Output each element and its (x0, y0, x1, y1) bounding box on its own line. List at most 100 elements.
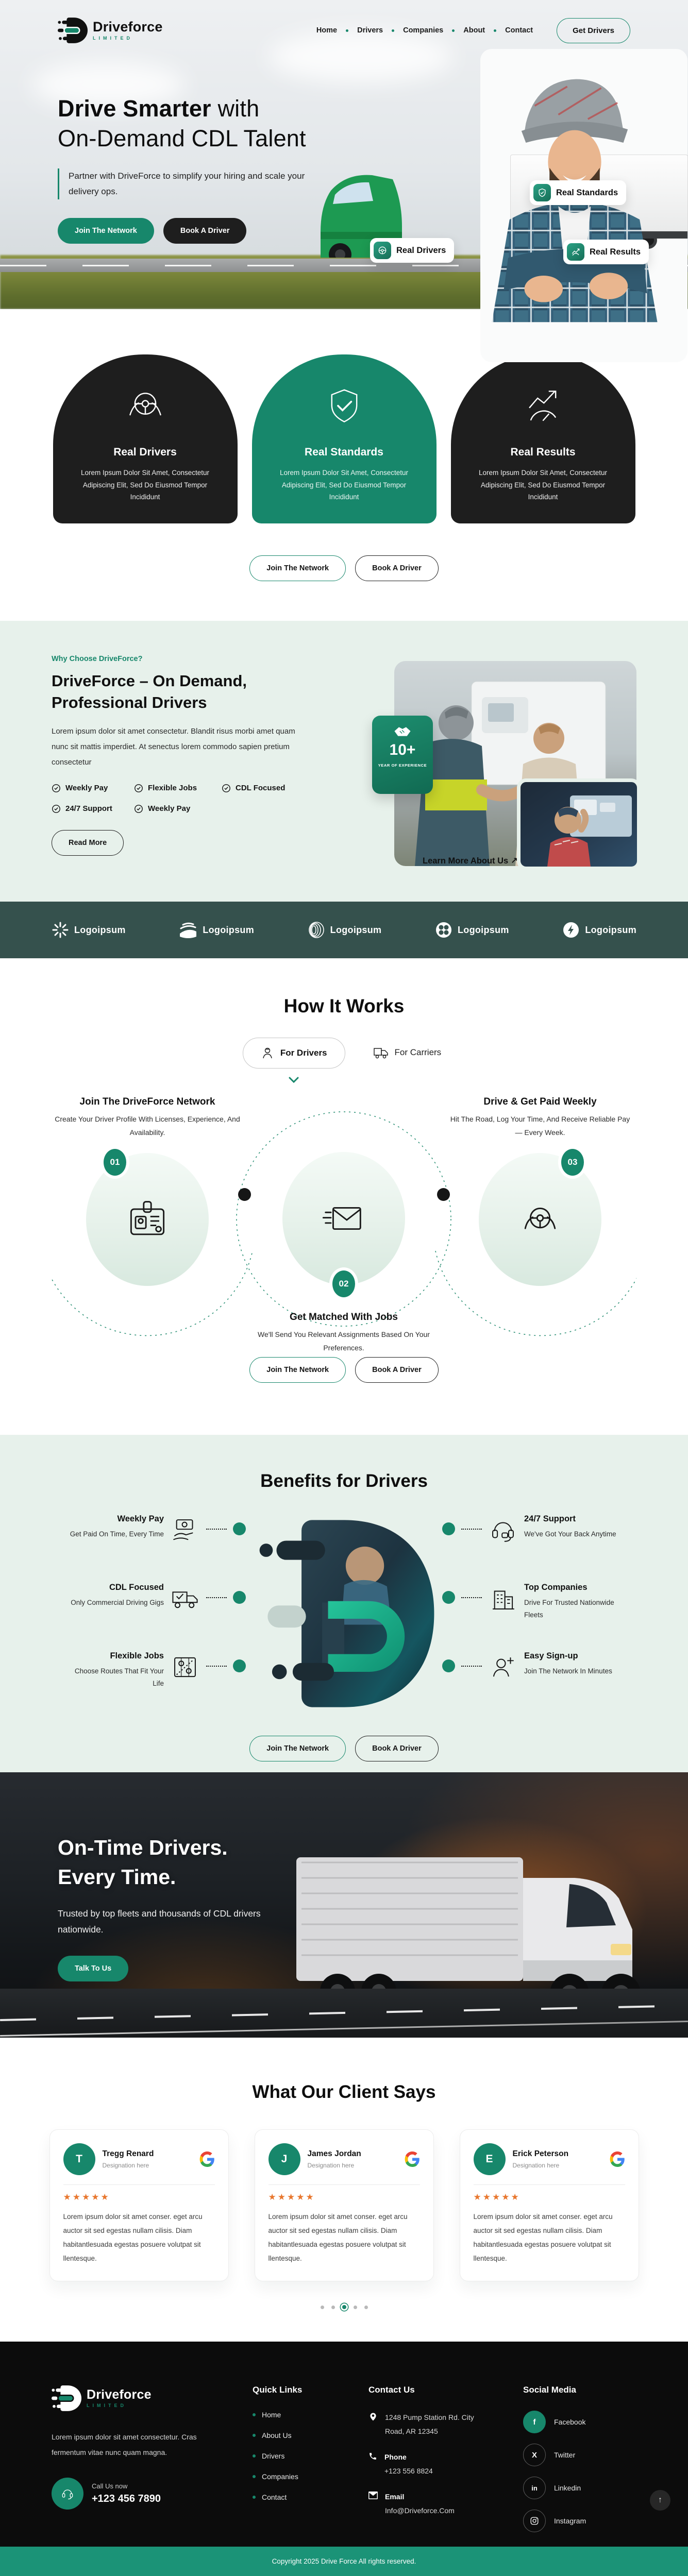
read-more-button[interactable]: Read More (52, 829, 124, 856)
tab-for-drivers[interactable]: For Drivers (242, 1038, 345, 1083)
social-twitter[interactable]: X Twitter (523, 2444, 636, 2466)
brand-subtitle: LIMITED (87, 2403, 127, 2408)
benefit-flexible-jobs: Flexible Jobs Choose Routes That Fit You… (64, 1651, 246, 1690)
value-cards-section: Real Drivers Lorem Ipsum Dolor Sit Amet,… (0, 309, 688, 621)
benefit-title: Easy Sign-up (524, 1651, 578, 1660)
envelope-icon (322, 1207, 361, 1230)
brand-name: Driveforce (93, 19, 163, 35)
star-rating: ★★★★★ (268, 2192, 315, 2202)
dotted-connector (206, 1666, 227, 1667)
why-title: DriveForce – On Demand, Professional Dri… (52, 672, 247, 711)
partner-logo: Logoipsum (562, 921, 636, 939)
talk-to-us-button[interactable]: Talk To Us (58, 1955, 129, 1981)
nav-item-home[interactable]: Home (316, 26, 338, 35)
reviewer-name: Tregg Renard (102, 2149, 154, 2158)
carousel-dot[interactable] (320, 2305, 324, 2309)
route-map-icon (174, 1657, 196, 1677)
cta-subtitle: Trusted by top fleets and thousands of C… (58, 1908, 261, 1935)
tab-label: For Carriers (394, 1047, 442, 1057)
bullet-dot (253, 2434, 256, 2437)
step-desc: Hit The Road, Log Your Time, And Receive… (450, 1115, 630, 1137)
footer-link-about[interactable]: About Us (253, 2431, 363, 2439)
nav-item-drivers[interactable]: Drivers (357, 26, 383, 35)
footer-link-drivers[interactable]: Drivers (253, 2452, 363, 2460)
nav-item-contact[interactable]: Contact (505, 26, 533, 35)
contact-heading: Contact Us (368, 2385, 415, 2395)
step-circle: 02 (282, 1152, 405, 1300)
bolt-logo-icon (563, 922, 579, 938)
copyright-text: Copyright 2025 Drive Force All rights re… (272, 2557, 416, 2565)
google-icon (199, 2151, 214, 2167)
social-facebook[interactable]: f Facebook (523, 2411, 636, 2433)
bullet-dot (253, 2413, 256, 2416)
delivery-truck-icon (172, 1591, 198, 1608)
step-desc: Create Your Driver Profile With Licenses… (55, 1115, 240, 1137)
book-driver-button[interactable]: Book A Driver (355, 1736, 439, 1761)
value-card-real-standards: Real Standards Lorem Ipsum Dolor Sit Ame… (251, 354, 437, 523)
footer-call-block[interactable]: Call Us now +123 456 7890 (52, 2478, 222, 2510)
social-linkedin[interactable]: in Linkedin (523, 2477, 636, 2499)
growth-chart-icon (528, 391, 556, 421)
dotted-connector (461, 1529, 482, 1530)
why-body: Lorem ipsum dolor sit amet consectetur. … (52, 726, 295, 767)
value-card-real-drivers: Real Drivers Lorem Ipsum Dolor Sit Amet,… (53, 354, 238, 523)
twitter-x-icon: X (523, 2444, 546, 2466)
dashed-path-decor (52, 1111, 636, 1336)
connector-green-dot (442, 1659, 455, 1672)
card-title: Real Drivers (113, 446, 177, 458)
nav-item-about[interactable]: About (463, 26, 485, 35)
buildings-icon (493, 1590, 514, 1609)
cta-title: On-Time Drivers.Every Time. (58, 1836, 228, 1889)
join-network-button[interactable]: Join The Network (58, 217, 154, 244)
main-nav: Home Drivers Companies About Contact (316, 26, 533, 35)
carousel-dot-active[interactable] (342, 2305, 346, 2309)
connector-green-dot (233, 1659, 246, 1672)
phone-icon (370, 2453, 376, 2460)
card-text: Lorem Ipsum Dolor Sit Amet, Consectetur … (80, 469, 210, 501)
join-network-button[interactable]: Join The Network (249, 1357, 346, 1383)
carousel-dot[interactable] (353, 2305, 357, 2309)
footer-brand-logo[interactable]: Driveforce LIMITED (52, 2385, 222, 2412)
benefits-diagram: Weekly Pay Get Paid On Time, Every Time … (52, 1514, 636, 1715)
brand-logo[interactable]: Driveforce LIMITED (58, 17, 163, 44)
benefit-desc: Join The Network In Minutes (524, 1667, 612, 1675)
hero-title-bold: Drive Smarter (58, 95, 211, 122)
book-driver-button[interactable]: Book A Driver (355, 1357, 439, 1383)
step-number: 01 (100, 1145, 129, 1179)
footer-about-text: Lorem ipsum dolor sit amet consectetur. … (52, 2433, 197, 2457)
hero-road-line (0, 265, 688, 266)
tab-label: For Drivers (280, 1048, 327, 1058)
benefit-top-companies: Top Companies Drive For Trusted Nationwi… (442, 1583, 624, 1622)
footer-link-contact[interactable]: Contact (253, 2493, 363, 2501)
tab-for-carriers[interactable]: For Carriers (369, 1038, 446, 1067)
footer-link-home[interactable]: Home (253, 2411, 363, 2419)
join-network-button[interactable]: Join The Network (249, 555, 346, 581)
footer-link-companies[interactable]: Companies (253, 2472, 363, 2481)
book-driver-button[interactable]: Book A Driver (163, 217, 247, 244)
truck-sunset-graphic (296, 1857, 641, 2013)
learn-more-link[interactable]: Learn More About Us ↗ (423, 856, 518, 866)
steering-wheel-icon (129, 393, 161, 416)
footer-phone[interactable]: Phone+123 556 8824 (368, 2450, 513, 2478)
back-to-top-button[interactable]: ↑ (650, 2490, 670, 2511)
card-text: Lorem Ipsum Dolor Sit Amet, Consectetur … (478, 469, 608, 501)
step-desc: We'll Send You Relevant Assignments Base… (258, 1330, 430, 1352)
divider (268, 2184, 420, 2185)
linkedin-icon: in (523, 2477, 546, 2499)
carousel-dot[interactable] (364, 2305, 368, 2309)
bullet-dot (253, 2454, 256, 2458)
join-network-button[interactable]: Join The Network (249, 1736, 346, 1761)
reviewer-name: Erick Peterson (512, 2149, 569, 2158)
connector-green-dot (233, 1591, 246, 1604)
social-instagram[interactable]: Instagram (523, 2510, 636, 2532)
experience-number: 10+ (389, 741, 416, 758)
book-driver-button[interactable]: Book A Driver (355, 555, 439, 581)
checklist-item: CDL Focused (222, 784, 294, 793)
nav-item-companies[interactable]: Companies (403, 26, 444, 35)
benefit-cdl-focused: CDL Focused Only Commercial Driving Gigs (64, 1583, 246, 1614)
cloud-decor (31, 62, 186, 108)
carousel-dot[interactable] (331, 2305, 335, 2309)
get-drivers-button[interactable]: Get Drivers (557, 18, 630, 43)
